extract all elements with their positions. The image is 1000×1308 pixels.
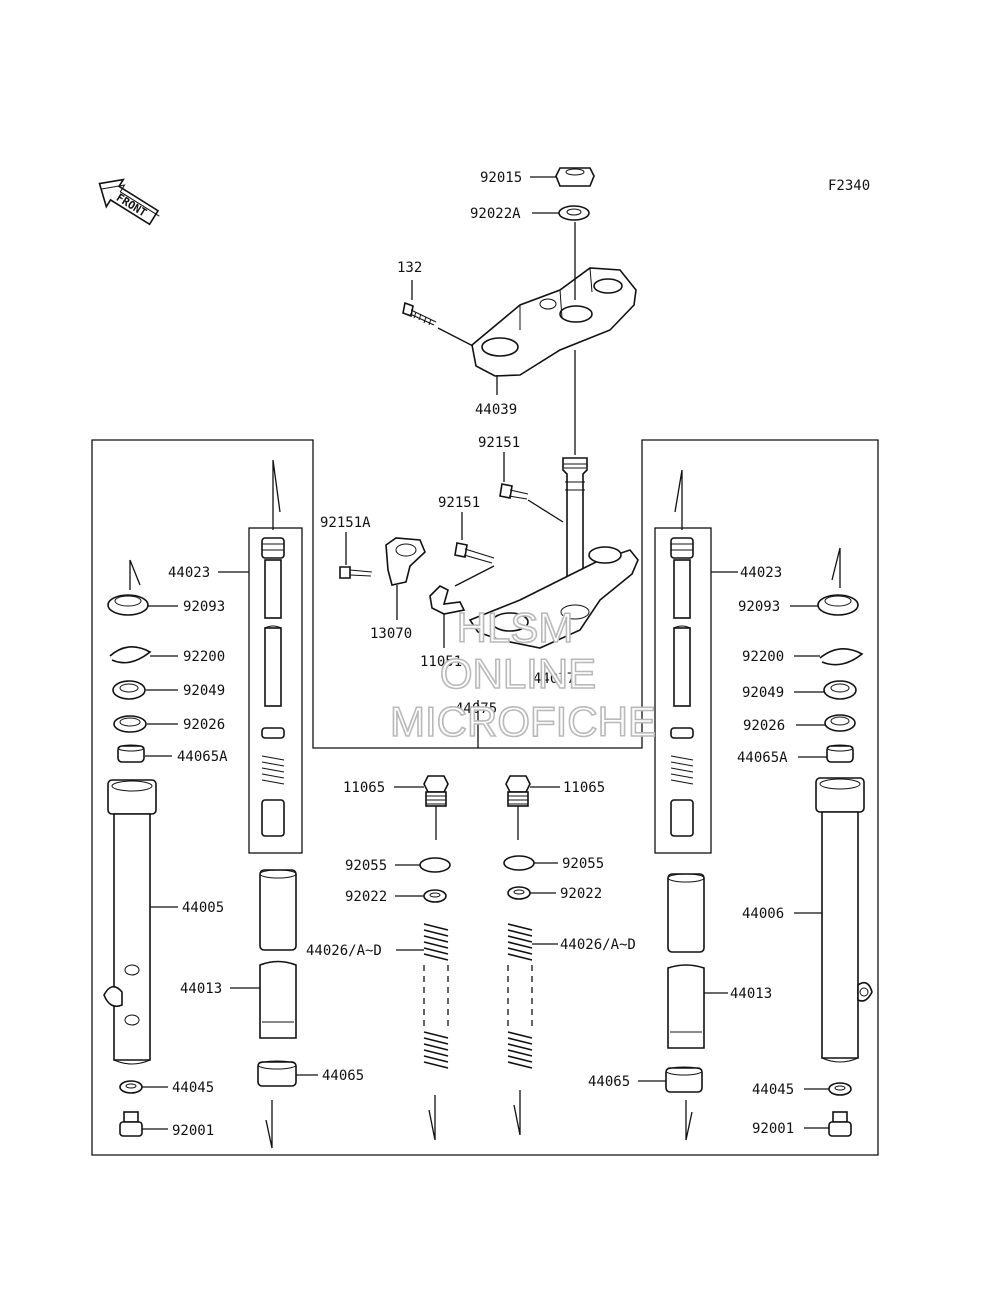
washer-92022a-icon bbox=[558, 205, 590, 221]
cap-92093-left-icon bbox=[107, 594, 149, 616]
label-44023-left: 44023 bbox=[168, 565, 210, 581]
spring-44026-left-icon bbox=[423, 923, 449, 1069]
washer-92022-right-icon bbox=[507, 886, 531, 900]
label-44005: 44005 bbox=[182, 900, 224, 916]
label-92093-right: 92093 bbox=[738, 599, 780, 615]
seal-92049-right-icon bbox=[823, 680, 857, 700]
label-92055-right: 92055 bbox=[562, 856, 604, 872]
label-92026-right: 92026 bbox=[743, 718, 785, 734]
washer-44045-right-icon bbox=[828, 1082, 852, 1096]
bolt-132-icon bbox=[402, 301, 437, 326]
bolt-92001-left-icon bbox=[119, 1111, 143, 1137]
label-92015: 92015 bbox=[480, 170, 522, 186]
bushing-44065a-right-icon bbox=[826, 744, 854, 763]
seal-92049-left-icon bbox=[112, 680, 146, 700]
label-11065-right: 11065 bbox=[563, 780, 605, 796]
label-13070: 13070 bbox=[370, 626, 412, 642]
damper-rod-44023-right-icon bbox=[670, 537, 694, 837]
upper-bracket-44039-icon bbox=[471, 267, 637, 377]
label-44075: 44075 bbox=[455, 701, 497, 717]
label-11051: 11051 bbox=[420, 654, 462, 670]
steering-stem-44037-icon bbox=[468, 457, 639, 649]
bracket-13070-icon bbox=[385, 537, 426, 586]
cap-bolt-11065-right-icon bbox=[505, 775, 531, 840]
label-92022-right: 92022 bbox=[560, 886, 602, 902]
label-44065-right: 44065 bbox=[588, 1074, 630, 1090]
label-44013-left: 44013 bbox=[180, 981, 222, 997]
nut-92015-icon bbox=[555, 167, 595, 187]
label-44045-left: 44045 bbox=[172, 1080, 214, 1096]
spring-44026-right-icon bbox=[507, 923, 533, 1069]
label-44026-right: 44026/A~D bbox=[560, 937, 636, 953]
clip-92200-left-icon bbox=[109, 646, 152, 664]
cap-bolt-11065-left-icon bbox=[423, 775, 449, 840]
bushing-44065a-left-icon bbox=[117, 744, 145, 763]
label-44013-right: 44013 bbox=[730, 986, 772, 1002]
label-44039: 44039 bbox=[475, 402, 517, 418]
washer-92022-left-icon bbox=[423, 889, 447, 903]
bracket-11051-icon bbox=[429, 585, 466, 615]
label-132: 132 bbox=[397, 260, 422, 276]
right-inner-box bbox=[654, 527, 712, 854]
watermark-line1: HLSM bbox=[457, 604, 574, 651]
label-44065a-left: 44065A bbox=[177, 749, 228, 765]
label-92093-left: 92093 bbox=[183, 599, 225, 615]
label-92049-left: 92049 bbox=[183, 683, 225, 699]
oring-92055-right-icon bbox=[503, 855, 535, 871]
washer-92026-right-icon bbox=[824, 714, 856, 732]
label-44023-right: 44023 bbox=[740, 565, 782, 581]
bolt-92151-mid-icon bbox=[454, 542, 495, 564]
inner-tube-44013-left-icon bbox=[259, 869, 297, 1039]
outer-tube-44006-icon bbox=[815, 777, 873, 1063]
washer-44045-left-icon bbox=[119, 1080, 143, 1094]
label-92022a: 92022A bbox=[470, 206, 521, 222]
outer-tube-44005-icon bbox=[103, 779, 157, 1065]
damper-rod-44023-left-icon bbox=[261, 537, 285, 837]
label-44037: 44037 bbox=[533, 671, 575, 687]
label-44065-left: 44065 bbox=[322, 1068, 364, 1084]
label-44065a-right: 44065A bbox=[737, 750, 788, 766]
label-92022-left: 92022 bbox=[345, 889, 387, 905]
label-44045-right: 44045 bbox=[752, 1082, 794, 1098]
label-92026-left: 92026 bbox=[183, 717, 225, 733]
oring-92055-left-icon bbox=[419, 857, 451, 873]
inner-tube-44013-right-icon bbox=[667, 873, 705, 1049]
label-92001-right: 92001 bbox=[752, 1121, 794, 1137]
bolt-92151a-icon bbox=[339, 566, 373, 579]
label-92055-left: 92055 bbox=[345, 858, 387, 874]
label-44026-left: 44026/A~D bbox=[306, 943, 382, 959]
watermark-line2: ONLINE bbox=[440, 650, 596, 697]
label-92151a: 92151A bbox=[320, 515, 371, 531]
bushing-44065-right-icon bbox=[665, 1066, 703, 1093]
label-92151-mid: 92151 bbox=[438, 495, 480, 511]
label-44006: 44006 bbox=[742, 906, 784, 922]
label-92001-left: 92001 bbox=[172, 1123, 214, 1139]
left-inner-box bbox=[248, 527, 303, 854]
label-92151-top: 92151 bbox=[478, 435, 520, 451]
cap-92093-right-icon bbox=[817, 594, 859, 616]
label-92049-right: 92049 bbox=[742, 685, 784, 701]
watermark-line3: MICROFICHE bbox=[390, 698, 656, 745]
bushing-44065-left-icon bbox=[257, 1060, 297, 1087]
bolt-92001-right-icon bbox=[828, 1111, 852, 1137]
washer-92026-left-icon bbox=[113, 715, 147, 733]
label-92200-right: 92200 bbox=[742, 649, 784, 665]
front-arrow-icon: FRONT bbox=[98, 178, 160, 226]
clip-92200-right-icon bbox=[819, 648, 864, 666]
bolt-92151-top-icon bbox=[499, 483, 529, 500]
label-11065-left: 11065 bbox=[343, 780, 385, 796]
figure-code: F2340 bbox=[828, 178, 870, 194]
label-92200-left: 92200 bbox=[183, 649, 225, 665]
assembly-outline bbox=[91, 439, 879, 1156]
